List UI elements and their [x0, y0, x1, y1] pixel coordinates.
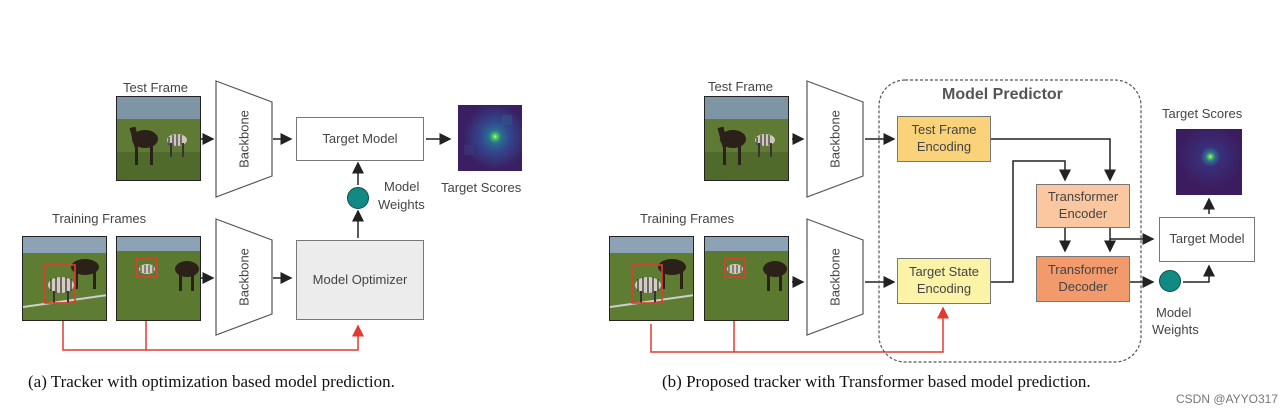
backbone-top-right: Backbone: [806, 80, 864, 198]
transformer-encoder-box: Transformer Encoder: [1036, 184, 1130, 228]
test-frame-encoding-line-1: Test Frame: [911, 122, 977, 138]
target-scores-label-right: Target Scores: [1162, 106, 1243, 121]
model-weights-label-left-2: Weights: [378, 197, 425, 212]
test-frame-encoding-box: Test Frame Encoding: [897, 116, 991, 162]
caption-right: (b) Proposed tracker with Transformer ba…: [662, 372, 1091, 391]
transformer-decoder-box: Transformer Decoder: [1036, 256, 1130, 302]
target-scores-heatmap-left: [458, 105, 522, 171]
backbone-label: Backbone: [236, 110, 252, 168]
transformer-decoder-line-1: Transformer: [1047, 262, 1119, 278]
test-frame-encoding-line-2: Encoding: [916, 139, 972, 154]
model-predictor-title: Model Predictor: [942, 86, 1063, 103]
target-state-encoding-box: Target State Encoding: [897, 258, 991, 304]
watermark: CSDN @AYYO317: [1176, 392, 1278, 406]
backbone-label: Backbone: [827, 110, 843, 168]
transformer-encoder-line-2: Encoder: [1058, 206, 1108, 221]
training-frames-label-right: Training Frames: [640, 211, 735, 226]
target-scores-heatmap-right: [1176, 129, 1242, 195]
training-frame-1-right: [609, 236, 694, 321]
test-frame-image-right: [704, 96, 789, 181]
training-frames-label-left: Training Frames: [52, 211, 147, 226]
backbone-top-left: Backbone: [215, 80, 273, 198]
target-state-encoding-line-2: Encoding: [916, 281, 972, 296]
model-optimizer-box: Model Optimizer: [296, 240, 424, 320]
model-weights-label-right-1: Model: [1156, 305, 1192, 320]
red-arrow-right: [650, 306, 949, 353]
target-model-box-left: Target Model: [296, 117, 424, 161]
backbone-bottom-left: Backbone: [215, 218, 273, 336]
backbone-bottom-right: Backbone: [806, 218, 864, 336]
model-weights-node-right: [1159, 270, 1181, 292]
backbone-label: Backbone: [827, 248, 843, 306]
red-arrow-left: [62, 303, 364, 351]
model-weights-label-right-2: Weights: [1152, 322, 1199, 337]
transformer-encoder-line-1: Transformer: [1047, 189, 1119, 205]
training-frame-2-left: [116, 236, 201, 321]
test-frame-label-right: Test Frame: [708, 79, 774, 94]
backbone-label: Backbone: [236, 248, 252, 306]
transformer-decoder-line-2: Decoder: [1058, 279, 1108, 294]
arrow-tfe-to-encoder: [991, 138, 1116, 182]
caption-left: (a) Tracker with optimization based mode…: [28, 372, 395, 391]
model-weights-label-left-1: Model: [384, 179, 420, 194]
test-frame-label-left: Test Frame: [123, 80, 189, 95]
training-frame-2-right: [704, 236, 789, 321]
arrow-tse-to-encoder: [991, 160, 1071, 283]
model-predictor-frame: [878, 79, 1142, 363]
target-state-encoding-line-1: Target State: [908, 264, 980, 280]
test-frame-image-left: [116, 96, 201, 181]
target-scores-label-left: Target Scores: [441, 180, 522, 195]
model-weights-node-left: [347, 187, 369, 209]
arrow-weights-to-target-model-r: [1183, 264, 1215, 283]
training-frame-1-left: [22, 236, 107, 321]
target-model-box-right: Target Model: [1159, 217, 1255, 262]
